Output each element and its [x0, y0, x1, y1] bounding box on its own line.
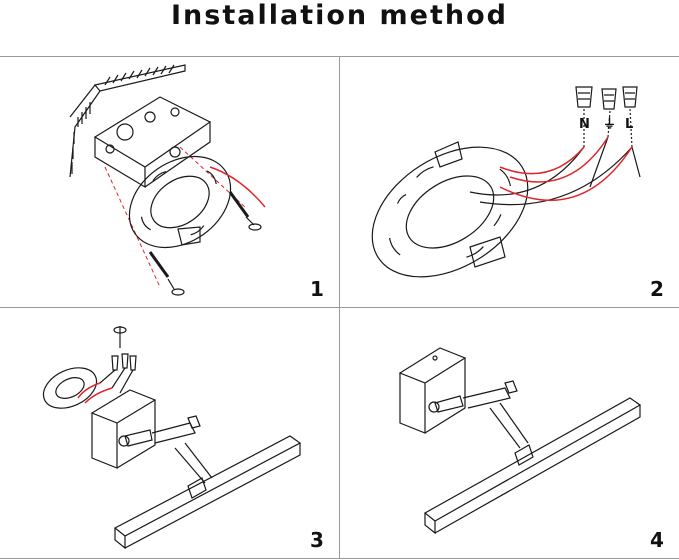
step-number-1: 1: [310, 277, 324, 301]
wire-nut-ground: [601, 88, 617, 110]
junction-box: [93, 96, 212, 189]
step-2-panel: N ⏚ L 2: [340, 57, 679, 307]
mounting-plate: [128, 155, 232, 249]
step-1-illustration: [69, 64, 266, 296]
wire-label-ground: ⏚: [603, 117, 617, 132]
step-number-2: 2: [650, 277, 664, 301]
wire-label-n: N: [579, 117, 590, 132]
step-4-panel: 4: [340, 308, 679, 558]
light-bar: [423, 397, 642, 535]
mounting-plate: [42, 367, 98, 409]
step-2-illustration: [371, 86, 641, 278]
wire-label-l: L: [625, 117, 634, 132]
screw-lower: [148, 251, 185, 296]
step-1-panel: 1: [0, 57, 339, 307]
step-number-3: 3: [310, 528, 324, 552]
lamp-arm: [118, 415, 213, 484]
screw-upper: [228, 191, 262, 231]
page-title: Installation method: [171, 0, 508, 31]
red-wire: [209, 166, 266, 208]
light-bar: [113, 435, 302, 550]
step-3-illustration: [42, 326, 302, 550]
vertical-divider: [339, 56, 340, 559]
lamp-base: [398, 347, 467, 434]
ceiling-hatch: [69, 64, 186, 178]
wire-nut-l: [622, 86, 638, 108]
step-4-illustration: [398, 347, 642, 535]
step-3-panel: 3: [0, 308, 339, 558]
lamp-arm: [428, 380, 529, 449]
wire-nut-n: [575, 86, 593, 108]
lamp-base: [90, 389, 157, 469]
step-number-4: 4: [650, 528, 664, 552]
mounting-plate: [371, 146, 529, 278]
